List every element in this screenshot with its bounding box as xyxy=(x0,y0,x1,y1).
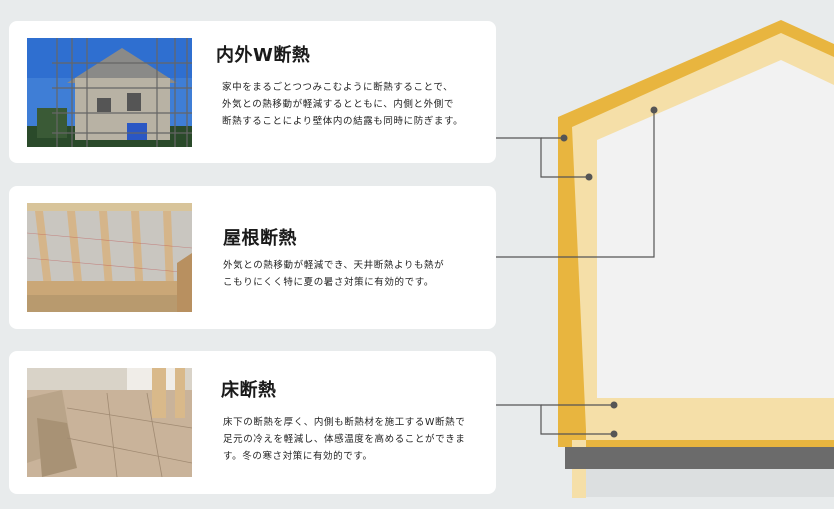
floor-insulation-photo xyxy=(27,368,192,477)
roof-insulation-photo xyxy=(27,203,192,312)
section-description: 床下の断熱を厚く、内側も断熱材を施工するW断熱で 足元の冷えを軽減し、体感温度を… xyxy=(223,417,466,462)
section-card-wall: 内外W断熱 家中をまるごとつつみこむように断熱することで、 外気との熱移動が軽減… xyxy=(9,21,496,163)
section-title: 屋根断熱 xyxy=(223,228,297,249)
section-title: 内外W断熱 xyxy=(216,45,311,66)
foundation xyxy=(565,447,834,469)
section-card-floor: 床断熱 床下の断熱を厚く、内側も断熱材を施工するW断熱で 足元の冷えを軽減し、体… xyxy=(9,351,496,494)
section-description: 外気との熱移動が軽減でき、天井断熱よりも熱が こもりにくく特に夏の暑さ対策に有効… xyxy=(223,260,445,288)
scaffolding-house-photo xyxy=(27,38,192,147)
house-interior xyxy=(597,60,834,398)
section-title: 床断熱 xyxy=(221,380,277,401)
foundation-shadow xyxy=(586,469,834,497)
connector-dots xyxy=(560,106,658,438)
floor-insulation-layer xyxy=(586,412,834,426)
section-description: 家中をまるごとつつみこむように断熱することで、 外気との熱移動が軽減するとともに… xyxy=(222,82,464,127)
connector-lines xyxy=(496,110,655,435)
section-card-roof: 屋根断熱 外気との熱移動が軽減でき、天井断熱よりも熱が こもりにくく特に夏の暑さ… xyxy=(9,186,496,329)
